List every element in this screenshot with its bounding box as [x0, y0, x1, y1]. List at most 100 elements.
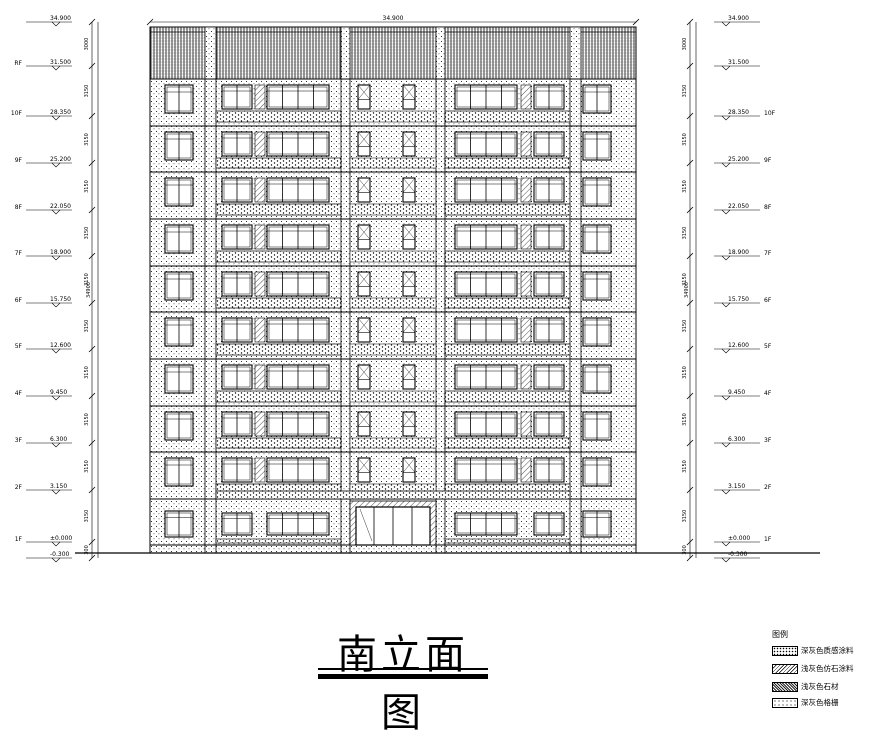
- dimension-tick: [88, 252, 96, 260]
- elevation-label: 12.600: [50, 342, 71, 349]
- narrow-window: [357, 84, 371, 110]
- dimension-tick: [632, 18, 640, 26]
- level-triangle: [51, 302, 61, 308]
- pilaster: [435, 26, 446, 554]
- floor-label: 4F: [15, 390, 23, 397]
- balcony-railing: [215, 297, 342, 309]
- segment-dimension: 3150: [682, 227, 688, 240]
- ground-base-band: [444, 538, 571, 544]
- window-swing-line: [357, 177, 371, 193]
- level-triangle: [51, 65, 61, 71]
- segment-dimension: 3000: [84, 38, 90, 51]
- legend-swatch-stone: [772, 681, 798, 692]
- segment-dimension: 300: [84, 545, 90, 555]
- level-triangle: [721, 302, 731, 308]
- stair-band: [349, 110, 437, 123]
- dimension-tick: [88, 112, 96, 120]
- stair-band: [349, 390, 437, 403]
- legend-item-stone: 浅灰色石材: [772, 681, 839, 692]
- window-swing-line: [357, 457, 371, 473]
- narrow-window: [357, 131, 371, 157]
- floor-label: 7F: [764, 250, 772, 257]
- level-triangle: [51, 489, 61, 495]
- dimension-tick: [686, 62, 694, 70]
- level-triangle: [51, 442, 61, 448]
- elevation-label: 6.300: [728, 436, 745, 443]
- window-swing-line: [402, 457, 416, 473]
- floor-label: 10F: [11, 110, 23, 117]
- hatched-panel: [520, 457, 532, 483]
- hatched-panel: [520, 177, 532, 203]
- elevation-label: 9.450: [728, 389, 745, 396]
- elevation-label: 22.050: [728, 203, 749, 210]
- elevation-label: -0.300: [50, 551, 70, 558]
- hatched-panel: [254, 317, 266, 343]
- narrow-window: [402, 411, 416, 437]
- level-triangle: [721, 395, 731, 401]
- legend-swatch-light: [772, 697, 798, 708]
- elevation-label: 6.300: [50, 436, 67, 443]
- dimension-tick: [686, 486, 694, 494]
- hatched-panel: [254, 84, 266, 110]
- window-swing-line: [402, 224, 416, 240]
- balcony-railing: [215, 250, 342, 263]
- window-swing-line: [357, 271, 371, 287]
- floor-label: 9F: [15, 157, 23, 164]
- legend-item-stone-paint: 浅灰色仿石涂料: [772, 663, 854, 674]
- dimension-tick: [88, 299, 96, 307]
- level-triangle: [721, 21, 731, 27]
- elevation-label: 25.200: [728, 156, 749, 163]
- level-triangle: [721, 255, 731, 261]
- floor-label: 6F: [764, 297, 772, 304]
- elevation-label: 9.450: [50, 389, 67, 396]
- segment-dimension: 3150: [84, 85, 90, 98]
- level-triangle: [721, 442, 731, 448]
- window-swing-line: [357, 224, 371, 240]
- narrow-window: [357, 364, 371, 390]
- elevation-label: 22.050: [50, 203, 71, 210]
- dimension-tick: [686, 439, 694, 447]
- floor-label: 3F: [764, 437, 772, 444]
- segment-dimension: 3150: [682, 273, 688, 286]
- legend-item-grille: 深灰色格栅: [772, 697, 839, 708]
- elevation-label: 34.900: [50, 15, 71, 22]
- drawing-title: 南立面图: [337, 632, 469, 736]
- segment-dimension: 3150: [84, 133, 90, 146]
- level-triangle: [721, 348, 731, 354]
- hatched-panel: [254, 271, 266, 297]
- title-underline-thick: [318, 674, 488, 679]
- balcony-railing: [444, 157, 571, 169]
- segment-dimension: 3150: [84, 180, 90, 193]
- window-swing-line: [357, 364, 371, 380]
- dimension-tick: [88, 206, 96, 214]
- legend-swatch-dots: [772, 645, 798, 656]
- dimension-tick: [88, 345, 96, 353]
- hatched-panel: [254, 364, 266, 390]
- floor-label: 4F: [764, 390, 772, 397]
- level-triangle: [721, 162, 731, 168]
- balcony-railing: [444, 297, 571, 309]
- level-triangle: [721, 209, 731, 215]
- elevation-label: 31.500: [728, 59, 749, 66]
- segment-dimension: 3150: [682, 133, 688, 146]
- dimension-tick: [686, 554, 694, 562]
- stair-band: [349, 343, 437, 356]
- legend-title: 图例: [772, 630, 788, 639]
- legend-label: 深灰色格栅: [801, 698, 839, 707]
- segment-dimension: 3150: [84, 510, 90, 523]
- window-swing-line: [357, 84, 371, 100]
- hatched-panel: [520, 84, 532, 110]
- hatched-panel: [520, 224, 532, 250]
- window-swing-line: [402, 317, 416, 333]
- dimension-tick: [88, 392, 96, 400]
- elevation-label: 18.900: [728, 249, 749, 256]
- elevation-label: 18.900: [50, 249, 71, 256]
- legend-item-dark-texture: 深灰色质感涂料: [772, 645, 854, 656]
- dimension-tick: [88, 439, 96, 447]
- balcony-railing: [444, 250, 571, 263]
- balcony-railing: [444, 437, 571, 449]
- dimension-tick: [686, 252, 694, 260]
- level-triangle: [51, 541, 61, 547]
- hatched-panel: [520, 317, 532, 343]
- balcony-railing: [444, 343, 571, 356]
